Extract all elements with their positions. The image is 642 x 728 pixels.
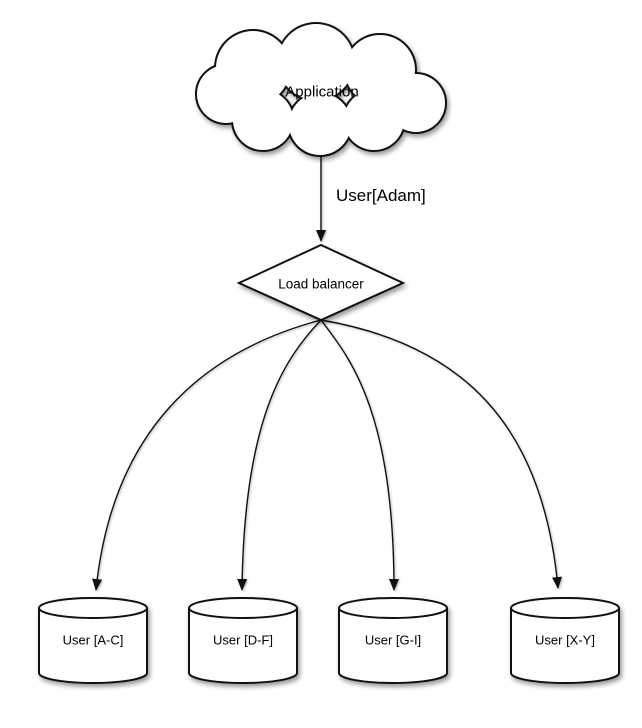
cylinder-top-ellipse <box>188 597 298 619</box>
load-balancer-node-label: Load balancer <box>278 276 364 292</box>
cylinder-top-ellipse <box>338 597 448 619</box>
shard-2-label: User [D-F] <box>213 632 273 648</box>
cylinder-shard-3 <box>338 597 448 684</box>
shard-1-label: User [A-C] <box>62 632 124 648</box>
edge-loadbalancer-to-shard-3 <box>320 319 399 591</box>
edges-group <box>92 155 562 591</box>
cylinder-body <box>338 608 448 684</box>
cylinder-top-ellipse <box>38 597 148 619</box>
cloud-shape <box>195 22 447 157</box>
diamond-shape <box>236 243 406 322</box>
cylinder-body <box>188 608 298 684</box>
shard-3-label: User [G-I] <box>364 632 422 648</box>
application-node-label: Application <box>285 83 359 101</box>
cylinder-body <box>38 608 148 684</box>
cylinder-top-ellipse <box>510 597 620 619</box>
edge-loadbalancer-to-shard-4 <box>320 319 562 589</box>
shard-4-label: User [X-Y] <box>535 632 595 648</box>
edge-loadbalancer-to-shard-2 <box>237 319 322 591</box>
edge-loadbalancer-to-shard-1 <box>92 319 322 591</box>
cylinder-shard-4 <box>510 597 620 684</box>
cylinder-shard-2 <box>188 597 298 684</box>
cylinder-shard-1 <box>38 597 148 684</box>
cylinder-body <box>510 608 620 684</box>
edge-user-adam-label: User[Adam] <box>336 186 426 205</box>
